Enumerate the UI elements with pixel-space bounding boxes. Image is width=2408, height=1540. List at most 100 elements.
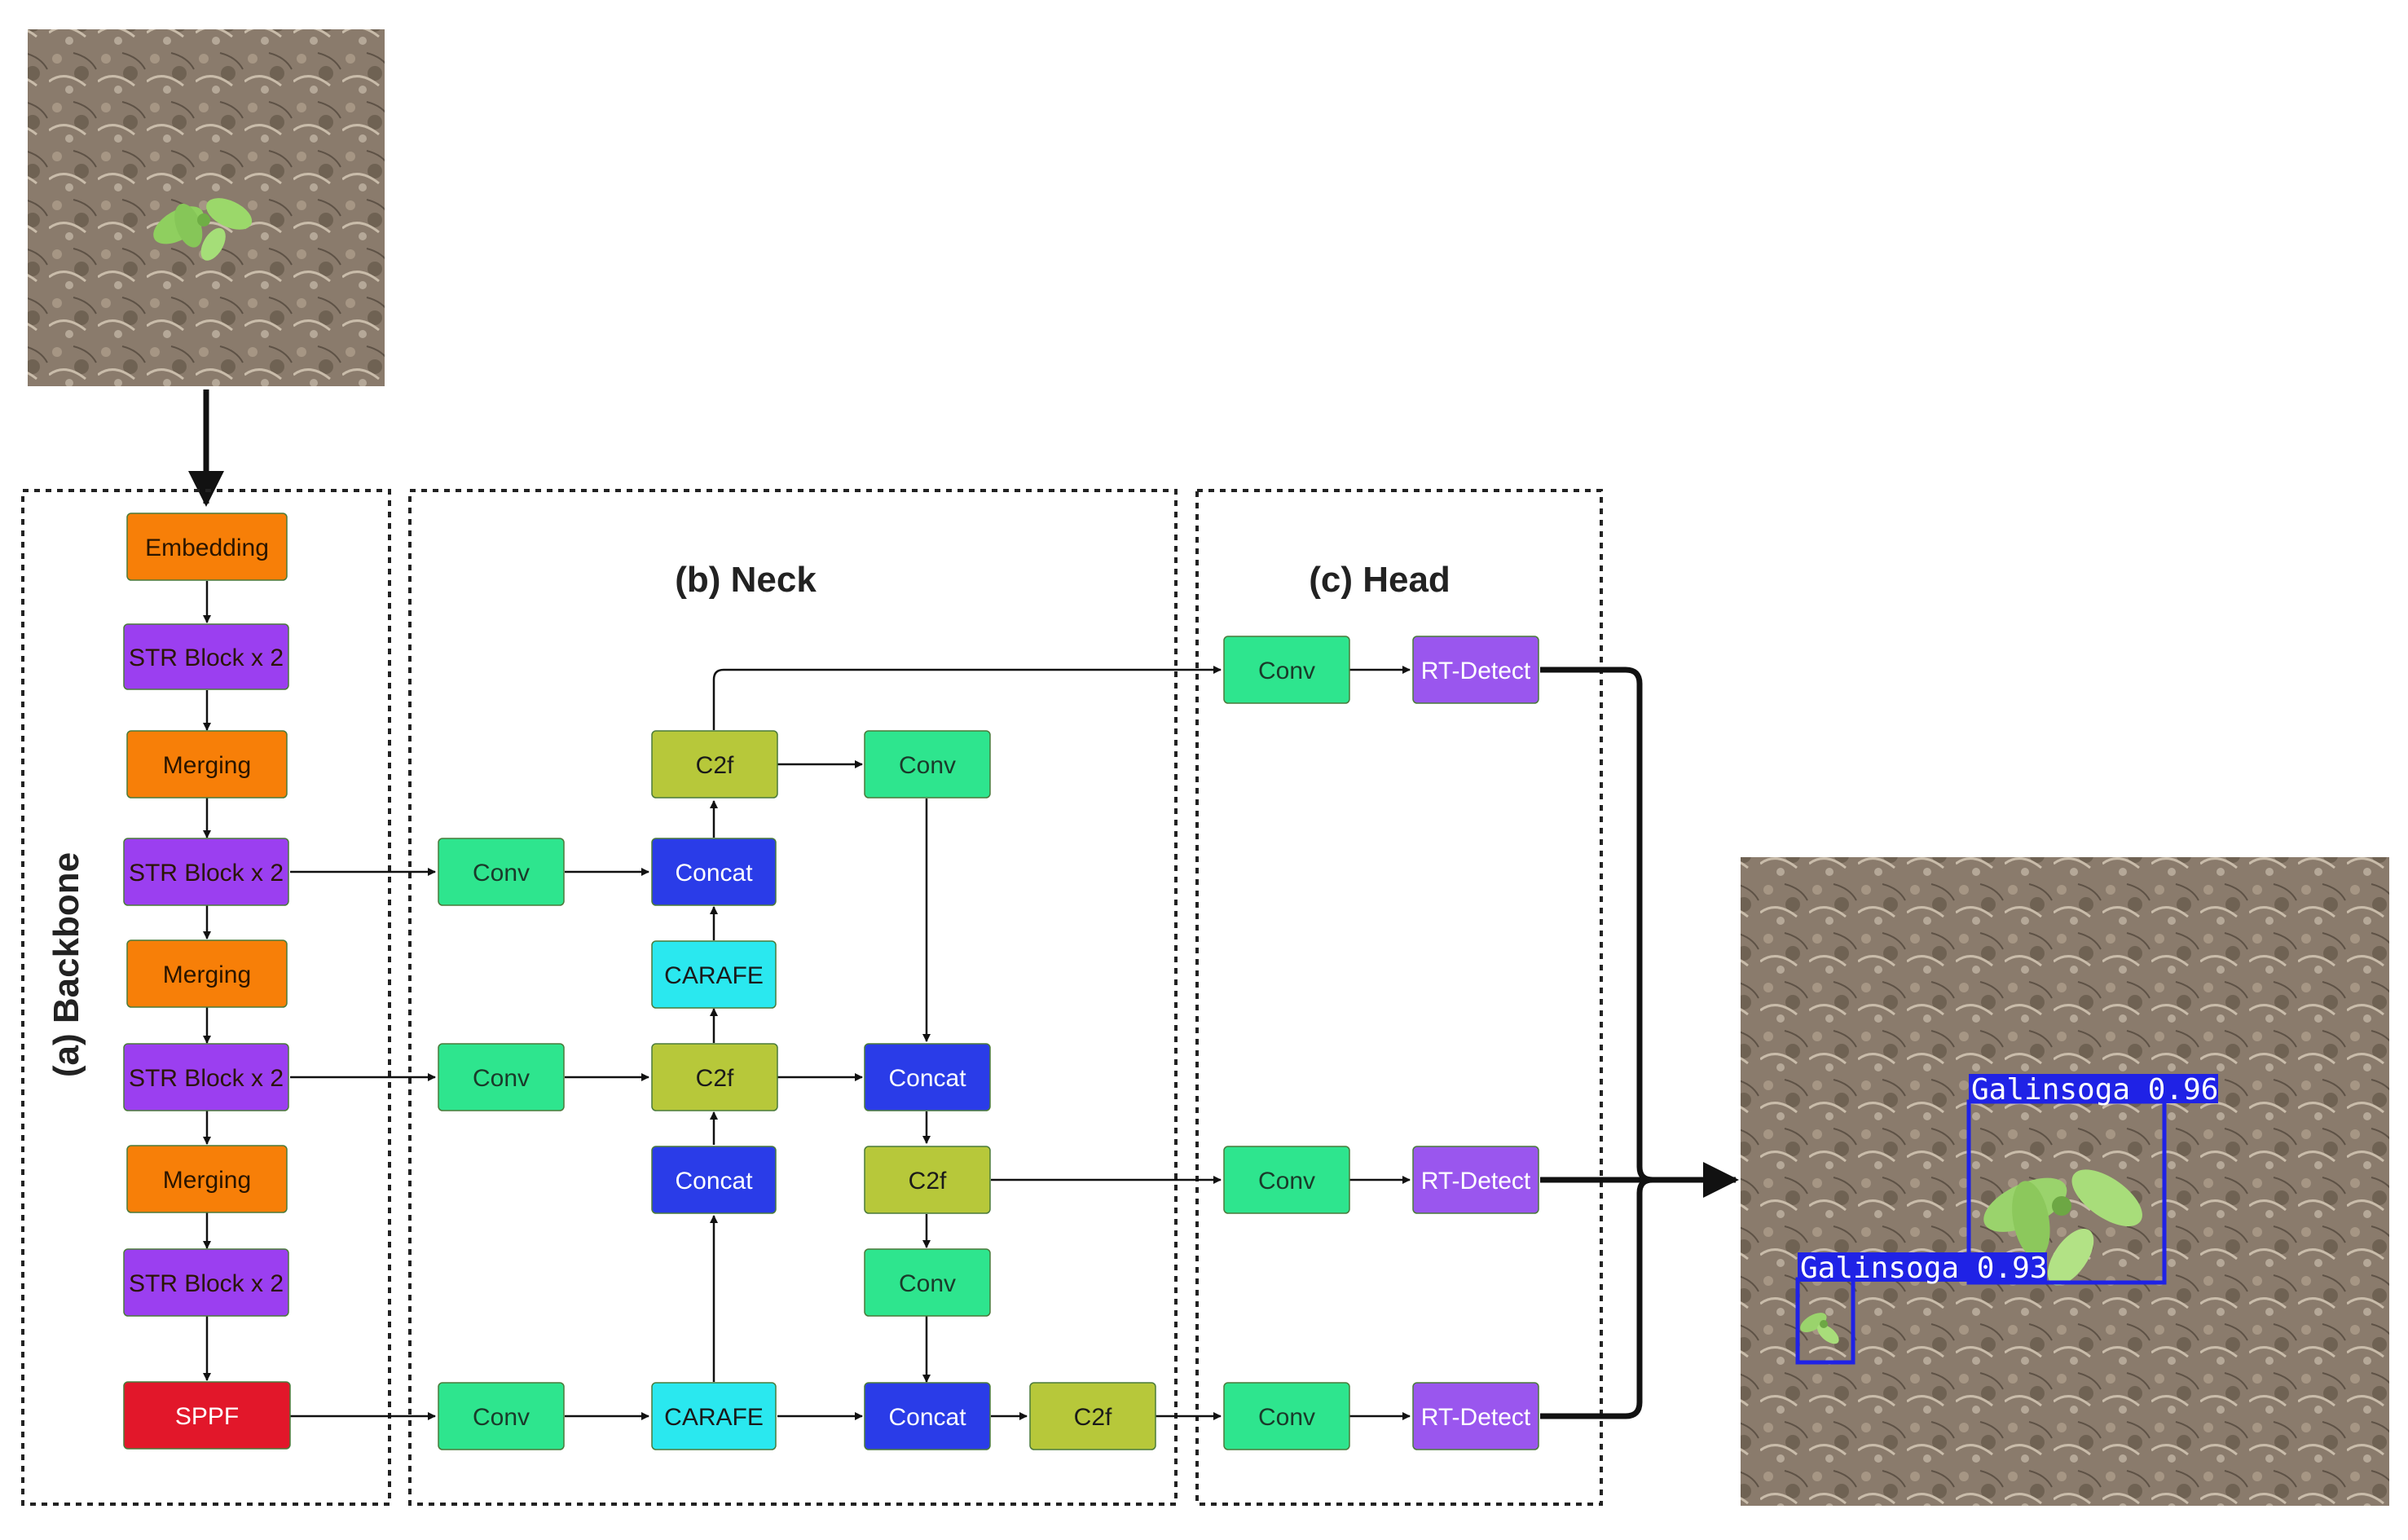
detection-label-2: Galinsoga 0.93 bbox=[1800, 1252, 2047, 1285]
node-merging3: Merging bbox=[126, 1145, 288, 1213]
node-box bbox=[126, 939, 288, 1008]
node-label: Conv bbox=[473, 860, 530, 887]
node-label: Conv bbox=[1258, 658, 1315, 684]
node-n-conv2: Conv bbox=[438, 1043, 565, 1111]
node-box bbox=[651, 940, 777, 1009]
node-label: Concat bbox=[888, 1404, 966, 1431]
node-box bbox=[1412, 1382, 1539, 1450]
node-h-rt1: RT-Detect bbox=[1412, 636, 1539, 704]
node-n-concat-mid-r: Concat bbox=[864, 1043, 991, 1111]
node-box bbox=[651, 838, 777, 906]
node-box bbox=[864, 730, 991, 799]
node-n-concat3: Concat bbox=[864, 1382, 991, 1450]
node-box bbox=[123, 1381, 291, 1450]
node-h-conv3: Conv bbox=[1223, 1382, 1350, 1450]
node-n-c2f-bot: C2f bbox=[1029, 1382, 1156, 1450]
node-n-c2f-r: C2f bbox=[864, 1146, 991, 1214]
plant-large-icon bbox=[1983, 1169, 2142, 1286]
node-merging2: Merging bbox=[126, 939, 288, 1008]
node-box bbox=[864, 1248, 991, 1317]
node-label: STR Block x 2 bbox=[129, 645, 284, 671]
node-box bbox=[1412, 1146, 1539, 1214]
node-box bbox=[123, 623, 289, 690]
node-n-carafe2: CARAFE bbox=[651, 1382, 777, 1450]
node-str4: STR Block x 2 bbox=[123, 1248, 289, 1317]
head-title: (c) Head bbox=[1309, 560, 1451, 600]
node-box bbox=[1412, 636, 1539, 704]
node-label: C2f bbox=[696, 1065, 734, 1092]
node-label: Concat bbox=[675, 1168, 753, 1195]
node-embedding: Embedding bbox=[126, 513, 288, 581]
node-box bbox=[1029, 1382, 1156, 1450]
node-label: Conv bbox=[1258, 1404, 1315, 1431]
node-label: Embedding bbox=[145, 535, 269, 561]
node-label: Merging bbox=[163, 961, 251, 988]
connectors bbox=[203, 581, 1411, 1420]
head-frame bbox=[1195, 489, 1603, 1506]
node-str1: STR Block x 2 bbox=[123, 623, 289, 690]
node-h-rt2: RT-Detect bbox=[1412, 1146, 1539, 1214]
node-box bbox=[864, 1382, 991, 1450]
node-label: C2f bbox=[1074, 1404, 1112, 1431]
node-box bbox=[1223, 1146, 1350, 1214]
node-label: Conv bbox=[473, 1065, 530, 1092]
node-n-conv1: Conv bbox=[438, 838, 565, 906]
node-label: RT-Detect bbox=[1421, 1404, 1531, 1431]
node-label: CARAFE bbox=[664, 962, 764, 989]
node-label: STR Block x 2 bbox=[129, 860, 284, 887]
node-h-rt3: RT-Detect bbox=[1412, 1382, 1539, 1450]
node-label: Conv bbox=[473, 1404, 530, 1431]
node-box bbox=[123, 838, 289, 906]
detection-label-1: Galinsoga 0.96 bbox=[1971, 1073, 2218, 1107]
node-label: RT-Detect bbox=[1421, 658, 1531, 684]
input-image bbox=[28, 29, 385, 386]
node-label: RT-Detect bbox=[1421, 1168, 1531, 1195]
node-label: CARAFE bbox=[664, 1404, 764, 1431]
node-n-conv3: Conv bbox=[438, 1382, 565, 1450]
node-n-conv-r: Conv bbox=[864, 1248, 991, 1317]
node-box bbox=[438, 838, 565, 906]
detection-label-bg-2 bbox=[1798, 1252, 2047, 1282]
neck-title: (b) Neck bbox=[675, 560, 817, 600]
node-n-conv-top: Conv bbox=[864, 730, 991, 799]
output-connectors bbox=[1540, 667, 1739, 1419]
node-label: Merging bbox=[163, 1167, 251, 1194]
node-label: SPPF bbox=[175, 1403, 239, 1430]
node-label: STR Block x 2 bbox=[129, 1065, 284, 1092]
node-str2: STR Block x 2 bbox=[123, 838, 289, 906]
node-box bbox=[651, 730, 778, 799]
node-box bbox=[123, 1248, 289, 1317]
node-label: STR Block x 2 bbox=[129, 1270, 284, 1297]
node-box bbox=[438, 1043, 565, 1111]
node-box bbox=[1223, 636, 1350, 704]
node-n-c2f-mid: C2f bbox=[651, 1043, 778, 1111]
node-box bbox=[126, 513, 288, 581]
node-n-carafe1: CARAFE bbox=[651, 940, 777, 1009]
node-h-conv2: Conv bbox=[1223, 1146, 1350, 1214]
node-box bbox=[651, 1043, 778, 1111]
node-box bbox=[1223, 1382, 1350, 1450]
node-box bbox=[651, 1382, 777, 1450]
node-str3: STR Block x 2 bbox=[123, 1043, 289, 1111]
node-box bbox=[864, 1146, 991, 1214]
backbone-title: (a) Backbone bbox=[46, 852, 86, 1077]
node-h-conv1: Conv bbox=[1223, 636, 1350, 704]
node-box bbox=[864, 1043, 991, 1111]
neck-frame bbox=[408, 489, 1178, 1506]
backbone-frame bbox=[21, 489, 391, 1506]
node-box bbox=[126, 1145, 288, 1213]
node-n-c2f-top: C2f bbox=[651, 730, 778, 799]
detection-label-bg-1 bbox=[1969, 1074, 2218, 1103]
node-label: C2f bbox=[909, 1168, 947, 1195]
node-merging1: Merging bbox=[126, 730, 288, 799]
node-label: Merging bbox=[163, 752, 251, 779]
node-n-concat2: Concat bbox=[651, 1146, 777, 1214]
node-label: C2f bbox=[696, 752, 734, 779]
output-image: Galinsoga 0.96 Galinsoga 0.93 bbox=[1741, 857, 2389, 1506]
node-box bbox=[123, 1043, 289, 1111]
node-label: Concat bbox=[888, 1065, 966, 1092]
node-label: Conv bbox=[899, 752, 956, 779]
seedling-icon bbox=[153, 198, 253, 261]
